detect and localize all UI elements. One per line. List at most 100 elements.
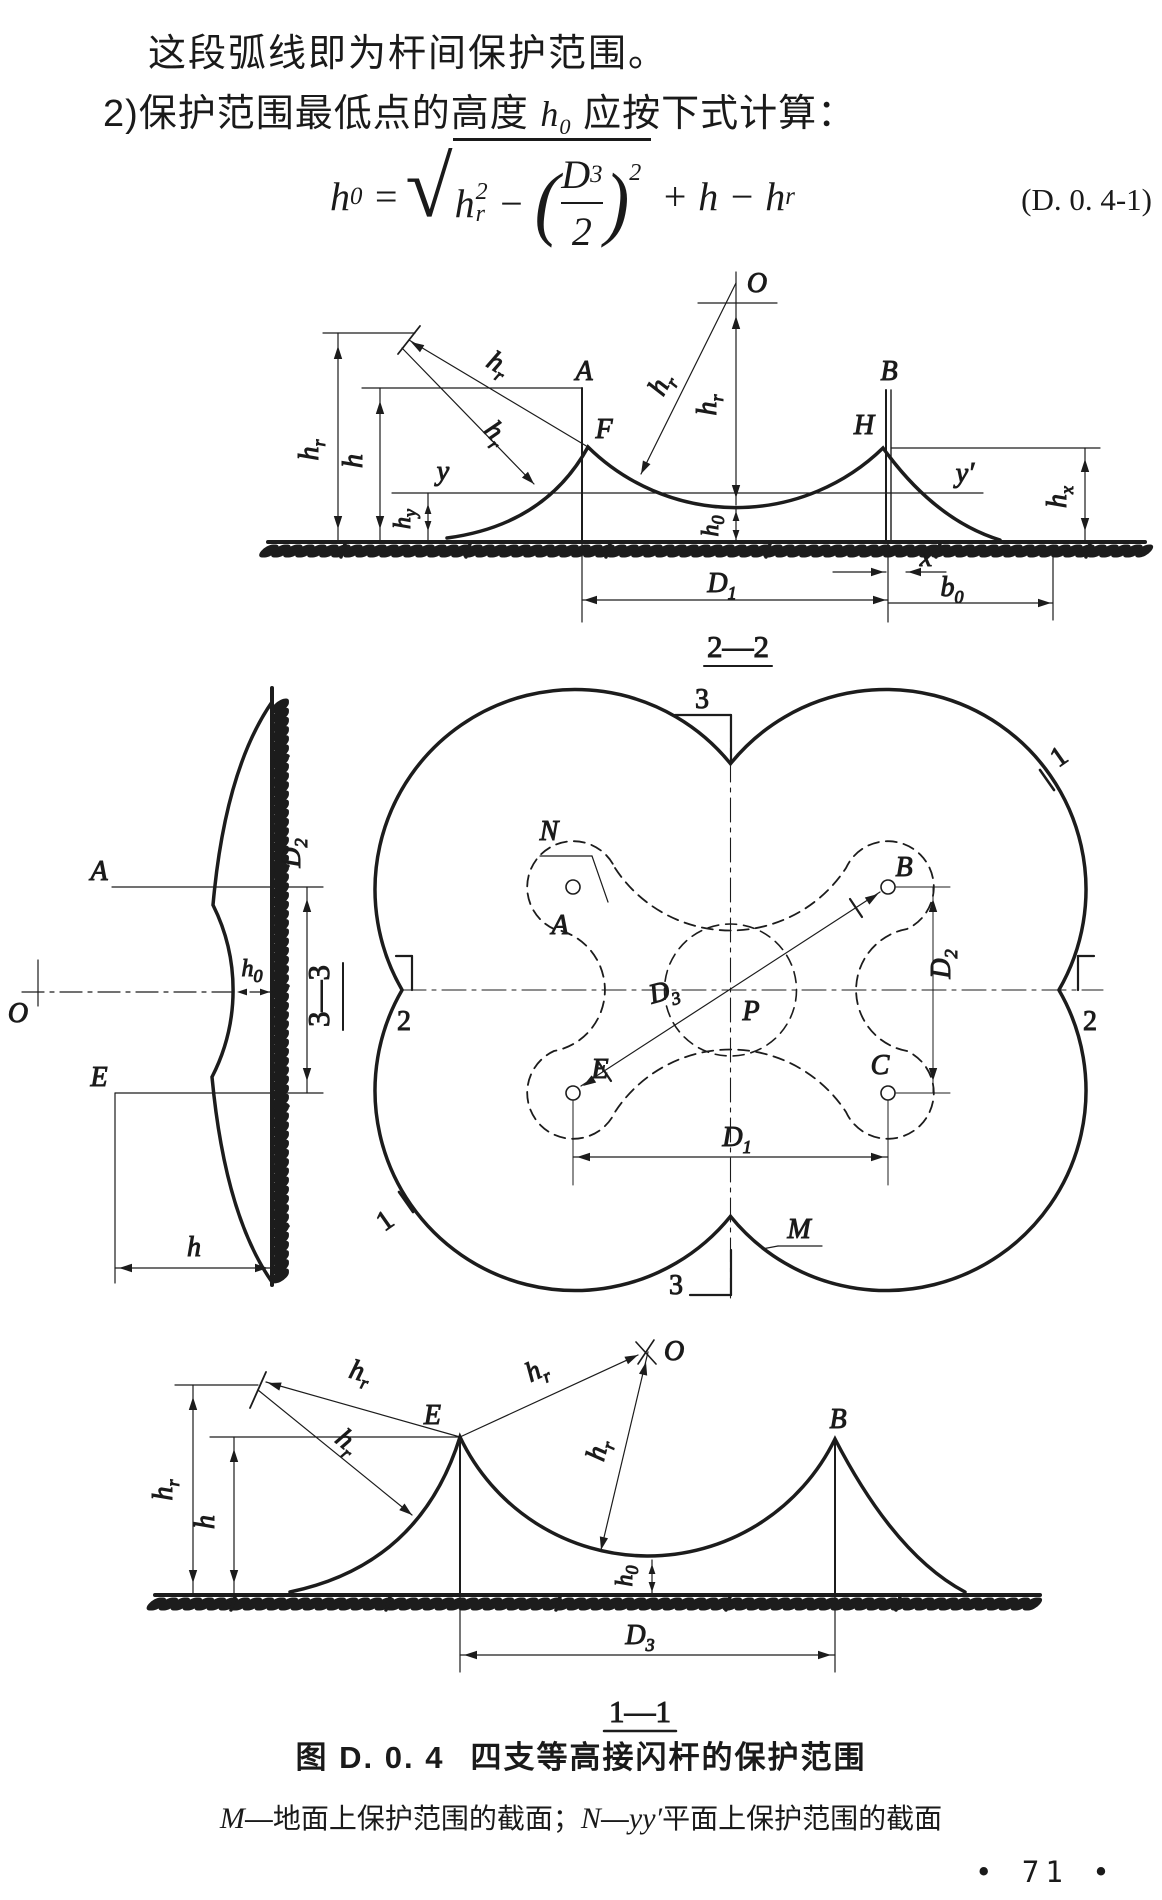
- hr-dim-label: hr: [148, 1479, 183, 1501]
- curve-M-label: M: [786, 1214, 812, 1245]
- paren-exponent: 2: [629, 159, 642, 186]
- protection-boundary-curve: [288, 1432, 967, 1594]
- rod-C-marker: [880, 1085, 896, 1101]
- hr-dim-label: hr: [294, 439, 329, 461]
- arrowhead: [424, 504, 432, 514]
- point-A-label: A: [573, 356, 593, 387]
- hr-radius-label-3: hr: [642, 367, 683, 403]
- tuft: [229, 1595, 237, 1612]
- D1-dim-label: D1: [706, 568, 736, 603]
- arrowhead: [302, 899, 312, 912]
- tuft: [1084, 542, 1092, 559]
- arrowhead: [260, 988, 270, 996]
- arrowhead: [732, 511, 740, 521]
- h0-inline-sub: 0: [559, 114, 572, 140]
- hx-dim-label: hx: [1042, 486, 1077, 508]
- arrowhead: [928, 1068, 938, 1081]
- D2-dim-label: D2: [276, 838, 311, 868]
- arrowhead: [731, 485, 741, 498]
- radius-line-O-slant: [640, 282, 737, 475]
- O-cross-2: [637, 1339, 655, 1365]
- point-A-label: A: [549, 910, 569, 941]
- formula-h: h: [698, 174, 719, 219]
- section-1-tick-lower-left: [397, 1190, 415, 1214]
- tuft: [273, 1224, 290, 1232]
- radius-line-1: [265, 1381, 461, 1438]
- section-2-2-diagram: O A B F H y y′ x D1 b0 hr hr hr hr hr h …: [259, 268, 1154, 667]
- arrowheads-3-3: [119, 899, 312, 1273]
- D3-dim-label: D3: [645, 973, 683, 1015]
- protection-boundary-curve: [445, 444, 1002, 542]
- tuft: [934, 542, 942, 559]
- lhs-sub: 0: [350, 182, 363, 210]
- plan-view-diagram: N A B E C P D3 D1 D2 M 3 3 2 2 1 1: [370, 684, 1104, 1302]
- hr-radius-label-1: hr: [345, 1354, 376, 1394]
- minus-sign: −: [497, 180, 525, 226]
- line2-text-pre: 保护范围最低点的高度: [138, 93, 541, 135]
- point-B-label: B: [880, 356, 897, 387]
- section-1-tick-upper-right: [1038, 768, 1056, 792]
- arrowhead: [583, 1075, 597, 1086]
- point-A-label: A: [88, 856, 108, 887]
- arrowheads-1-1: [188, 1355, 831, 1660]
- section-tick-near-E: [597, 1061, 613, 1083]
- item-number: 2): [103, 93, 139, 135]
- point-F-label: F: [594, 414, 613, 445]
- arrowhead: [464, 1650, 477, 1660]
- arrowhead: [871, 1152, 884, 1162]
- arrowhead: [411, 342, 425, 353]
- legend-N-text: 平面上保护范围的截面: [662, 1803, 943, 1834]
- arrowhead: [871, 567, 884, 577]
- arrowhead: [648, 1564, 656, 1574]
- D3-dim-label: D3: [624, 1620, 654, 1655]
- point-B-label: B: [895, 852, 912, 883]
- arrowhead: [864, 894, 878, 905]
- paragraph-line-2: 2)保护范围最低点的高度 h0 应按下式计算：: [103, 82, 856, 140]
- legend-N-dash: —: [600, 1803, 629, 1834]
- h0-dim-label: h0: [612, 1566, 642, 1587]
- arrowhead: [521, 471, 534, 484]
- section-mark-3-bottom: 3: [669, 1270, 683, 1301]
- tuft: [724, 1595, 732, 1612]
- protection-profile-curve: [210, 700, 274, 1284]
- hr-radius-label-2: hr: [327, 1423, 366, 1464]
- arrowhead: [908, 567, 921, 577]
- arrowhead: [302, 1068, 312, 1081]
- legend-yy-symbol: yy′: [628, 1802, 663, 1835]
- arrowhead: [1080, 518, 1090, 531]
- M-leader-line: [761, 1245, 779, 1250]
- h0-dim-label: h0: [698, 516, 728, 537]
- y-prime-label: y′: [953, 458, 975, 489]
- rod-E-marker: [565, 1085, 581, 1101]
- equals-sign: =: [372, 174, 400, 219]
- section-3-3-diagram: A E O h0 D2 3—3 h: [7, 686, 344, 1290]
- h-dim-label: h: [338, 454, 369, 468]
- h0-dim-label: h0: [242, 956, 263, 986]
- arrowhead: [119, 1263, 132, 1273]
- arrowhead: [229, 1570, 239, 1583]
- tuft: [339, 542, 347, 559]
- arrowhead: [873, 595, 886, 605]
- arrowhead: [818, 1650, 831, 1660]
- point-E-label: E: [590, 1054, 608, 1085]
- section-1-1-title: 1—1: [609, 1694, 671, 1729]
- section-3-3-title: 3—3: [301, 965, 336, 1027]
- arrowhead: [255, 1263, 268, 1273]
- hr-radius-label-4: hr: [580, 1435, 619, 1465]
- radius-line-O-curve: [600, 1351, 649, 1551]
- curve-N-label: N: [539, 816, 560, 847]
- arrowhead: [237, 988, 247, 996]
- fraction-denominator: 2: [571, 209, 592, 254]
- line2-text-post: 应按下式计算：: [571, 93, 857, 135]
- section-mark-2-right: 2: [1083, 1006, 1097, 1037]
- h0-inline-math: h0: [540, 94, 572, 140]
- grass-tufts: [273, 754, 290, 1232]
- section-2-2-title: 2—2: [707, 629, 769, 664]
- N-leader-line: [591, 855, 609, 903]
- arrowheads-plan: [577, 894, 938, 1162]
